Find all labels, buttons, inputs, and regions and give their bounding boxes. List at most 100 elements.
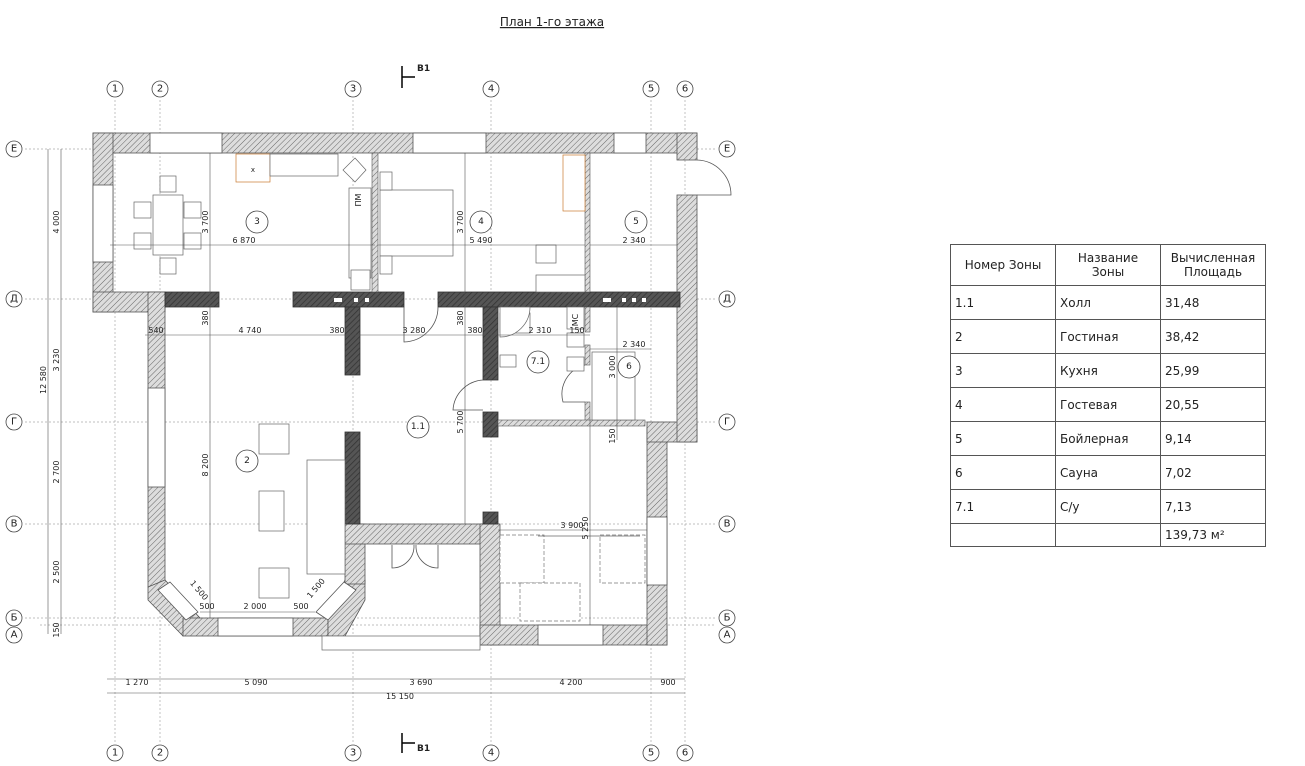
zone-name: С/у: [1055, 489, 1161, 524]
dim-label: 12 580: [39, 366, 48, 394]
axis-label: Е: [11, 144, 17, 155]
zone-area: 7,02: [1160, 455, 1266, 490]
room-tag-hall: 1.1: [411, 422, 425, 432]
zone-number: 6: [950, 455, 1056, 490]
zone-area: 25,99: [1160, 353, 1266, 388]
zone-area: 38,42: [1160, 319, 1266, 354]
zone-name: Сауна: [1055, 455, 1161, 490]
axis-label: 1: [112, 748, 118, 759]
vent-channels: [334, 298, 646, 302]
empty-cell: [1055, 523, 1161, 547]
dim-label: 5 490: [470, 236, 493, 245]
zone-area: 7,13: [1160, 489, 1266, 524]
axis-label: 3: [350, 748, 356, 759]
windows: [92, 132, 668, 646]
header-zone-name: Название Зоны: [1055, 244, 1161, 286]
axis-label: Д: [723, 294, 731, 305]
plan-title: План 1-го этажа: [500, 15, 604, 29]
dim-label: 2 340: [623, 236, 646, 245]
stove-label: x: [251, 166, 255, 174]
axis-label: Е: [724, 144, 730, 155]
table-total-row: 139,73 м²: [950, 523, 1266, 547]
zone-number: 5: [950, 421, 1056, 456]
axis-label: 5: [648, 748, 654, 759]
room-tag-kitchen: 3: [254, 217, 260, 227]
dim-label: 380: [456, 310, 465, 325]
dim-label: 150: [608, 428, 617, 443]
axis-label: Д: [10, 294, 18, 305]
dim-label: 2 000: [244, 602, 267, 611]
axis-label: Б: [11, 613, 18, 624]
zone-area: 9,14: [1160, 421, 1266, 456]
dim-label: 2 500: [52, 561, 61, 584]
section-mark-bottom: [401, 733, 415, 753]
axis-bubbles: [5, 80, 736, 762]
dim-label: 380: [201, 310, 210, 325]
dim-label: 2 700: [52, 461, 61, 484]
zone-name: Гостевая: [1055, 387, 1161, 422]
axis-label: В: [11, 519, 18, 530]
room-tag-living-room: 2: [244, 456, 250, 466]
axis-label: 2: [157, 748, 163, 759]
dim-label: 5 700: [456, 411, 465, 434]
room-tag-boiler-room: 5: [633, 217, 639, 227]
header-area: Вычисленная Площадь: [1160, 244, 1266, 286]
axis-label: 3: [350, 84, 356, 95]
dim-label: 500: [199, 602, 214, 611]
axis-label: 5: [648, 84, 654, 95]
dim-label: 2 340: [623, 340, 646, 349]
room-tag-circles: [235, 210, 648, 473]
dim-label: 3 690: [410, 678, 433, 687]
dim-label: 6 870: [233, 236, 256, 245]
axis-label: 6: [682, 748, 688, 759]
zone-name: Бойлерная: [1055, 421, 1161, 456]
dim-label: 500: [293, 602, 308, 611]
area-table: Номер Зоны Название Зоны Вычисленная Пло…: [950, 244, 1266, 547]
dim-label: 4 200: [560, 678, 583, 687]
zone-number: 4: [950, 387, 1056, 422]
dim-label: 3 280: [403, 326, 426, 335]
room-tag-sauna: 6: [626, 362, 632, 372]
zone-number: 3: [950, 353, 1056, 388]
room-tag-wc: 7.1: [531, 357, 545, 367]
dim-label: 3 700: [456, 211, 465, 234]
dim-label: 150: [52, 622, 61, 637]
dim-label: 5 250: [581, 517, 590, 540]
axis-label: Г: [724, 417, 730, 428]
exterior-walls: [92, 132, 698, 646]
zone-name: Холл: [1055, 285, 1161, 320]
partitions: [371, 152, 646, 427]
dim-label: 4 000: [52, 211, 61, 234]
washer-label: МС: [571, 313, 580, 326]
dim-label: 15 150: [386, 692, 414, 701]
furniture: [133, 153, 646, 651]
dim-label: 4 740: [239, 326, 262, 335]
dim-label: 3 000: [608, 356, 617, 379]
axis-label: А: [724, 630, 731, 641]
zone-area: 31,48: [1160, 285, 1266, 320]
dimension-lines: [47, 149, 685, 694]
zone-area: 20,55: [1160, 387, 1266, 422]
dim-label: 8 200: [201, 454, 210, 477]
axis-label: В: [724, 519, 731, 530]
header-zone-number: Номер Зоны: [950, 244, 1056, 286]
axis-labels: 1 2 3 4 5 6 1 2 3 4 5 6 Е Д Г В Б А Е Д …: [10, 84, 731, 759]
dim-label: 2 310: [529, 326, 552, 335]
dim-label: 5 090: [245, 678, 268, 687]
zone-name: Кухня: [1055, 353, 1161, 388]
axis-label: Г: [11, 417, 17, 428]
room-tag-guest-room: 4: [478, 217, 484, 227]
dim-label: 150: [569, 326, 584, 335]
total-area: 139,73 м²: [1160, 523, 1266, 547]
dim-label: 3 900: [561, 521, 584, 530]
section-mark-label: В1: [417, 64, 430, 74]
dim-label: 540: [148, 326, 163, 335]
dim-label: 1 500: [305, 577, 327, 600]
zone-number: 7.1: [950, 489, 1056, 524]
axis-label: 2: [157, 84, 163, 95]
